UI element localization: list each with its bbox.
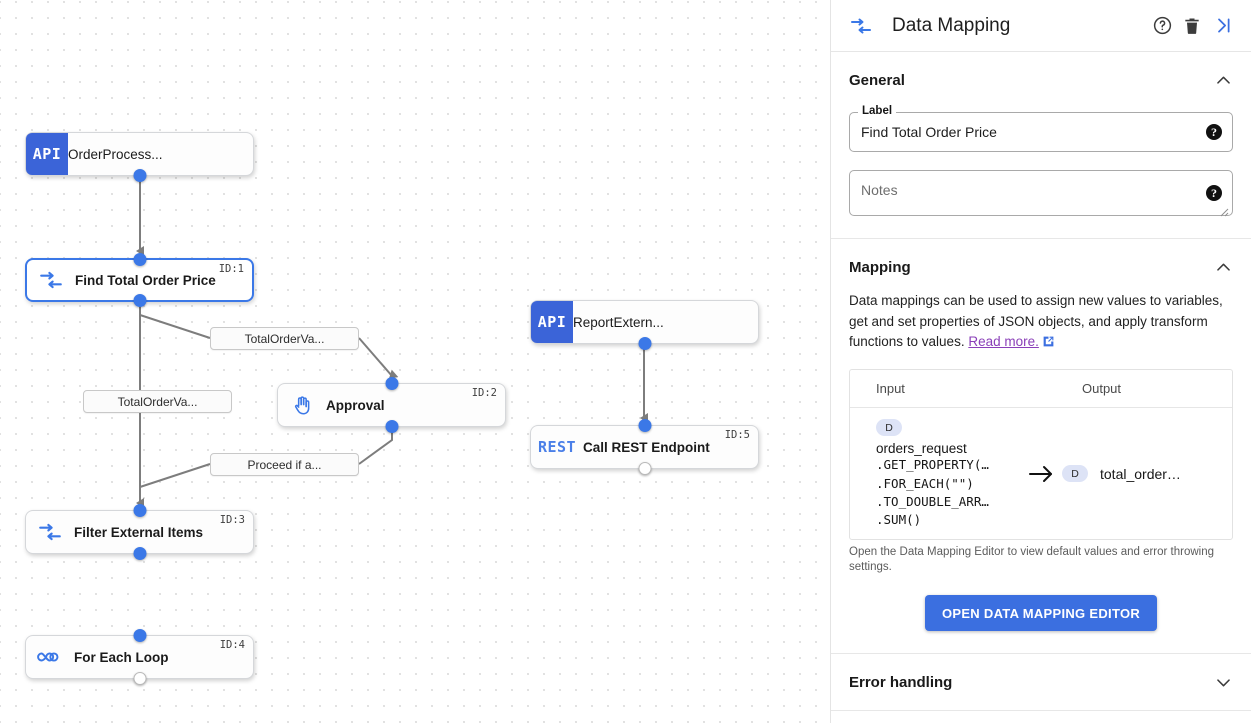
node-type-badge-api: API	[26, 133, 68, 175]
node-port-bottom[interactable]	[133, 547, 146, 560]
loop-icon	[26, 644, 74, 670]
label-field-value: Find Total Order Price	[861, 124, 997, 140]
node-port-bottom[interactable]	[133, 294, 146, 307]
transform-step: .TO_DOUBLE_ARR…	[876, 493, 989, 509]
node-port-bottom[interactable]	[638, 337, 651, 350]
table-row[interactable]: D orders_request .GET_PROPERTY(… .FOR_EAC…	[850, 408, 1232, 540]
node-port-top[interactable]	[133, 504, 146, 517]
edge-label[interactable]: TotalOrderVa...	[210, 327, 359, 350]
section-error-handling-header[interactable]: Error handling	[849, 654, 1233, 710]
workflow-node-callrest[interactable]: REST Call REST Endpoint ID:5	[530, 419, 759, 475]
node-type-badge-rest: REST	[537, 438, 577, 456]
transform-step: .FOR_EACH("")	[876, 475, 974, 491]
section-general: General Find Total Order Price Label ? N…	[831, 52, 1251, 238]
section-general-title: General	[849, 71, 905, 89]
section-mapping: Mapping Data mappings can be used to ass…	[831, 239, 1251, 653]
node-port-top[interactable]	[133, 629, 146, 642]
mapping-button-row: OPEN DATA MAPPING EDITOR	[849, 595, 1233, 632]
node-title: ReportExtern...	[573, 314, 664, 330]
section-mapping-title: Mapping	[849, 258, 911, 276]
workflow-node-filter-ext[interactable]: Filter External Items ID:3	[25, 504, 254, 560]
page-title: Data Mapping	[892, 14, 1011, 36]
node-port-bottom[interactable]	[385, 420, 398, 433]
mapping-input-cell: D orders_request .GET_PROPERTY(… .FOR_EAC…	[850, 408, 1020, 540]
column-header-output: Output	[1082, 380, 1122, 396]
node-id-label: ID:2	[471, 387, 497, 399]
mapping-output-cell: D total_order…	[1062, 465, 1232, 483]
column-header-input: Input	[876, 380, 905, 396]
section-error-handling: Error handling	[831, 654, 1251, 710]
label-field[interactable]: Find Total Order Price Label ?	[849, 105, 1233, 152]
node-port-top[interactable]	[385, 377, 398, 390]
edge-label[interactable]: TotalOrderVa...	[83, 390, 232, 413]
hand-icon	[278, 394, 326, 417]
node-title: Find Total Order Price	[75, 272, 216, 288]
notes-field-placeholder: Notes	[861, 182, 898, 198]
edge-label[interactable]: Proceed if a...	[210, 453, 359, 476]
section-divider	[831, 710, 1251, 712]
mapping-table: Input Output D orders_request .GET_PROPE…	[849, 368, 1233, 541]
collapse-panel-icon[interactable]	[1207, 11, 1237, 41]
node-title: For Each Loop	[74, 649, 169, 665]
node-port-bottom[interactable]	[133, 169, 146, 182]
notes-field-help-icon[interactable]: ?	[1206, 185, 1222, 201]
node-title: Filter External Items	[74, 524, 204, 540]
input-variable-name: orders_request	[876, 441, 967, 457]
panel-header: Data Mapping	[831, 0, 1251, 52]
mapping-description-text: Data mappings can be used to assign new …	[849, 293, 1223, 350]
workflow-node-foreach[interactable]: For Each Loop ID:4	[25, 629, 254, 685]
chevron-up-icon[interactable]	[1214, 258, 1233, 277]
output-type-badge: D	[1062, 465, 1088, 483]
mapping-arrow-icon	[1020, 463, 1062, 485]
notes-field[interactable]: Notes ?	[849, 170, 1233, 217]
label-field-help-icon[interactable]: ?	[1206, 124, 1222, 140]
input-transform-chain: .GET_PROPERTY(… .FOR_EACH("") .TO_DOUBLE_A…	[876, 456, 1020, 529]
data-mapping-icon	[849, 14, 873, 38]
properties-panel: Data Mapping	[830, 0, 1251, 723]
section-general-header[interactable]: General	[849, 52, 1233, 108]
node-title: OrderProcess...	[68, 146, 163, 162]
node-port-top[interactable]	[133, 253, 146, 266]
input-type-badge: D	[876, 419, 902, 437]
notes-resize-handle[interactable]	[1220, 204, 1229, 217]
chevron-up-icon[interactable]	[1214, 71, 1233, 90]
section-mapping-header[interactable]: Mapping	[849, 239, 1233, 295]
help-circle-icon[interactable]	[1147, 11, 1177, 41]
open-data-mapping-editor-button[interactable]: OPEN DATA MAPPING EDITOR	[924, 595, 1158, 632]
transform-step: .SUM()	[876, 512, 922, 528]
node-title: Approval	[326, 397, 385, 413]
node-type-badge-api: API	[531, 301, 573, 343]
node-port-top[interactable]	[638, 419, 651, 432]
workflow-node-approval[interactable]: Approval ID:2	[277, 377, 506, 433]
mapping-note: Open the Data Mapping Editor to view def…	[849, 546, 1215, 574]
mapping-description: Data mappings can be used to assign new …	[849, 291, 1233, 355]
section-divider	[831, 653, 1251, 655]
node-id-label: ID:4	[219, 639, 245, 651]
node-port-bottom[interactable]	[133, 672, 146, 685]
section-error-handling-title: Error handling	[849, 673, 953, 691]
mapping-icon	[26, 519, 74, 545]
chevron-down-icon[interactable]	[1214, 673, 1233, 692]
transform-step: .GET_PROPERTY(…	[876, 457, 989, 473]
trash-icon[interactable]	[1177, 11, 1207, 41]
output-variable-name: total_order…	[1100, 465, 1181, 482]
read-more-link[interactable]: Read more.	[968, 334, 1039, 350]
workflow-edges	[136, 176, 648, 508]
node-id-label: ID:5	[724, 429, 750, 441]
node-id-label: ID:3	[219, 514, 245, 526]
external-link-icon[interactable]	[1042, 334, 1055, 355]
section-divider	[831, 238, 1251, 239]
label-field-label: Label	[858, 105, 897, 117]
node-title: Call REST Endpoint	[583, 439, 710, 455]
node-port-bottom[interactable]	[638, 462, 651, 475]
node-id-label: ID:1	[218, 263, 244, 275]
mapping-table-header: Input Output	[850, 370, 1232, 408]
mapping-icon	[27, 267, 75, 293]
